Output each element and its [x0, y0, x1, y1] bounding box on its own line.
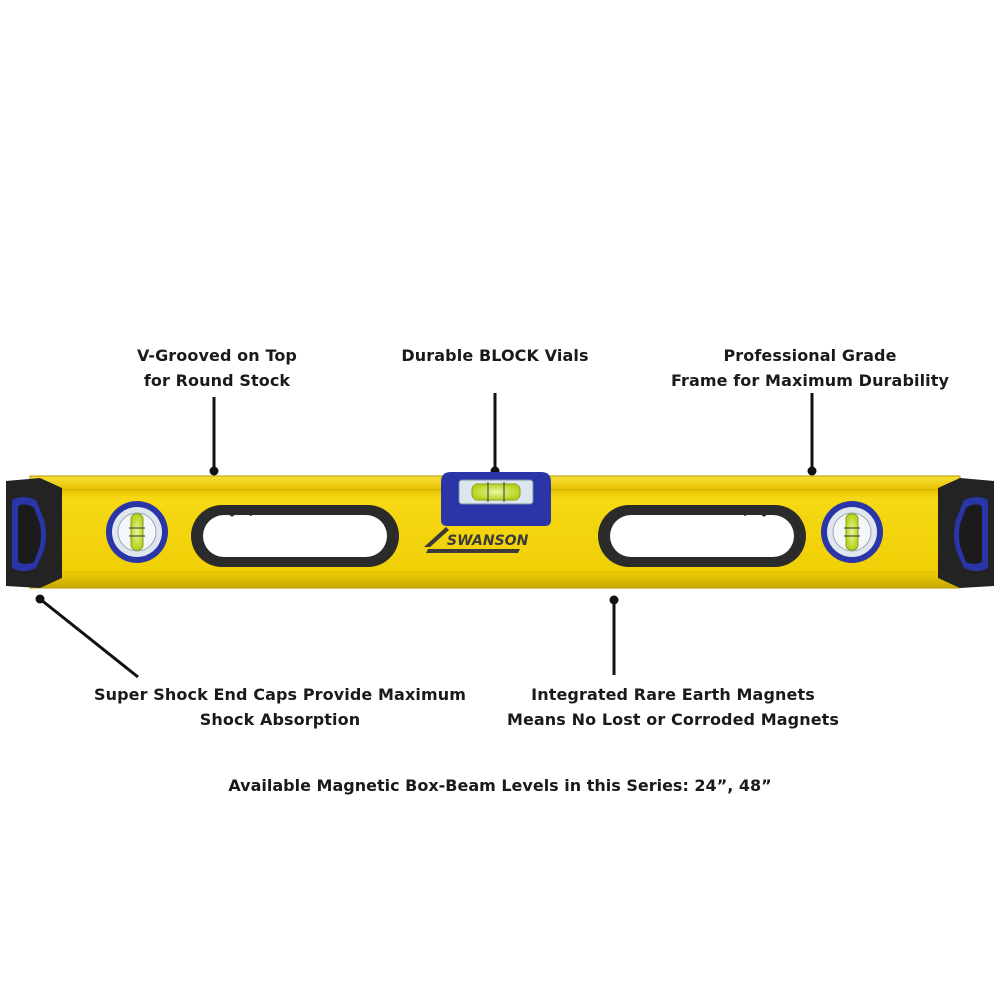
- swanson-logo: SWANSON: [424, 527, 529, 553]
- leader-frame-dot: [807, 466, 817, 476]
- callout-v-grooved-line1: V-Grooved on Top: [137, 346, 297, 365]
- callout-end-caps-line1: Super Shock End Caps Provide Maximum: [94, 685, 466, 704]
- top-block-vial: [441, 472, 551, 526]
- callout-magnets: Integrated Rare Earth Magnets Means No L…: [493, 682, 853, 732]
- callout-block-vials-line1: Durable BLOCK Vials: [401, 346, 589, 365]
- callout-magnets-line2: Means No Lost or Corroded Magnets: [506, 710, 840, 729]
- callout-v-grooved: V-Grooved on Top for Round Stock: [117, 343, 317, 393]
- callout-frame-line1: Professional Grade: [723, 346, 897, 365]
- left-handle: [191, 505, 399, 567]
- left-vial: [106, 501, 168, 563]
- callout-v-grooved-line2: for Round Stock: [143, 371, 291, 390]
- swanson-logo-text: SWANSON: [447, 533, 529, 549]
- callout-frame: Professional Grade Frame for Maximum Dur…: [660, 343, 960, 393]
- leader-end-caps: [39, 597, 139, 679]
- right-end-cap: [938, 478, 994, 588]
- leader-v-grooved-dot: [209, 466, 219, 476]
- callout-end-caps-line2: Shock Absorption: [199, 710, 361, 729]
- callout-magnets-line1: Integrated Rare Earth Magnets: [531, 685, 815, 704]
- callout-frame-line2: Frame for Maximum Durability: [670, 371, 950, 390]
- right-vial: [821, 501, 883, 563]
- callout-end-caps: Super Shock End Caps Provide Maximum Sho…: [90, 682, 470, 732]
- leader-magnets-dot: [609, 595, 619, 605]
- right-handle: [598, 505, 806, 567]
- available-sizes-note: Available Magnetic Box-Beam Levels in th…: [228, 776, 772, 795]
- callout-block-vials: Durable BLOCK Vials: [385, 343, 605, 368]
- leader-end-caps-dot: [35, 594, 45, 604]
- left-end-cap: [6, 478, 62, 588]
